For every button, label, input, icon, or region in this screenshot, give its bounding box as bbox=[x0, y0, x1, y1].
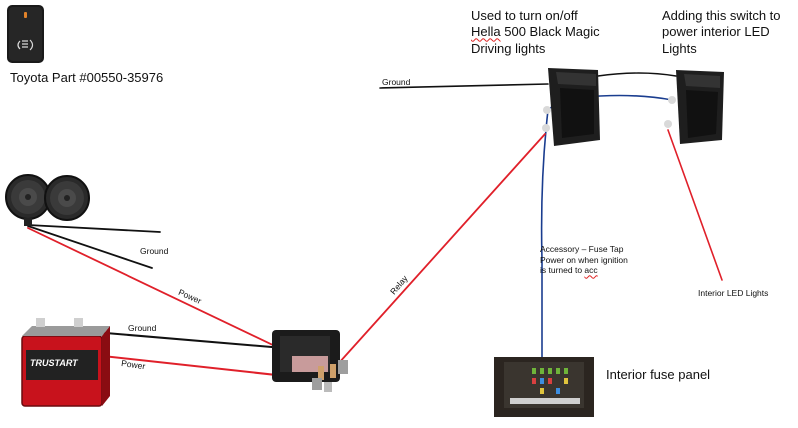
hella-word: Hella bbox=[471, 24, 501, 40]
acc-word: acc bbox=[584, 265, 598, 276]
ground-wire-switch-link bbox=[597, 72, 677, 77]
fuse-panel-label: Interior fuse panel bbox=[606, 367, 711, 382]
ground-wire-top bbox=[379, 83, 549, 89]
accessory-caption-line3: is turned to acc bbox=[540, 265, 628, 276]
relay-image bbox=[272, 330, 348, 392]
toyota-switch-image bbox=[7, 5, 44, 63]
switch1-caption: Used to turn on/off Hella 500 Black Magi… bbox=[471, 8, 600, 57]
fuse-panel-image bbox=[494, 357, 594, 417]
switch1-caption-line3: Driving lights bbox=[471, 40, 546, 56]
ground-top-label: Ground bbox=[382, 77, 411, 87]
battery-brand-label: TRUSTART bbox=[30, 358, 78, 368]
accessory-caption-line3-text: is turned to bbox=[540, 265, 585, 276]
hella-rest: 500 Black Magic bbox=[500, 24, 600, 40]
switch1-caption-line2: Hella 500 Black Magic bbox=[471, 24, 600, 40]
interior-led-wire bbox=[667, 129, 723, 281]
toyota-part-label: Toyota Part #00550-35976 bbox=[10, 70, 164, 85]
driving-lights-image bbox=[5, 174, 90, 226]
rocker-switch-driving-lights-image bbox=[542, 68, 600, 146]
interior-led-label: Interior LED Lights bbox=[698, 288, 769, 298]
fog-light-icon bbox=[17, 39, 34, 51]
switch2-caption: Adding this switch to power interior LED… bbox=[662, 8, 781, 57]
relay-trigger-wire bbox=[337, 133, 546, 365]
ground-lights-label: Ground bbox=[140, 246, 169, 256]
lights-ground-wire-1 bbox=[27, 224, 161, 233]
switch1-caption-line1: Used to turn on/off bbox=[471, 8, 578, 23]
wires bbox=[27, 72, 723, 381]
switch2-caption-line1: Adding this switch to bbox=[662, 8, 781, 23]
switch2-caption-line3: Lights bbox=[662, 40, 697, 56]
accessory-caption: Accessory – Fuse Tap Power on when ignit… bbox=[540, 244, 628, 276]
accessory-caption-line2: Power on when ignition bbox=[540, 254, 628, 265]
lights-ground-wire-2 bbox=[27, 225, 153, 269]
switch2-caption-line2: power interior LED bbox=[662, 24, 770, 40]
battery-image bbox=[21, 318, 110, 407]
lights-power-wire bbox=[27, 227, 301, 359]
ground-battery-label: Ground bbox=[128, 323, 157, 333]
accessory-caption-line1: Accessory – Fuse Tap bbox=[540, 244, 624, 254]
rocker-switch-interior-led-image bbox=[664, 70, 724, 144]
accessory-wire-to-fuse bbox=[540, 109, 549, 373]
